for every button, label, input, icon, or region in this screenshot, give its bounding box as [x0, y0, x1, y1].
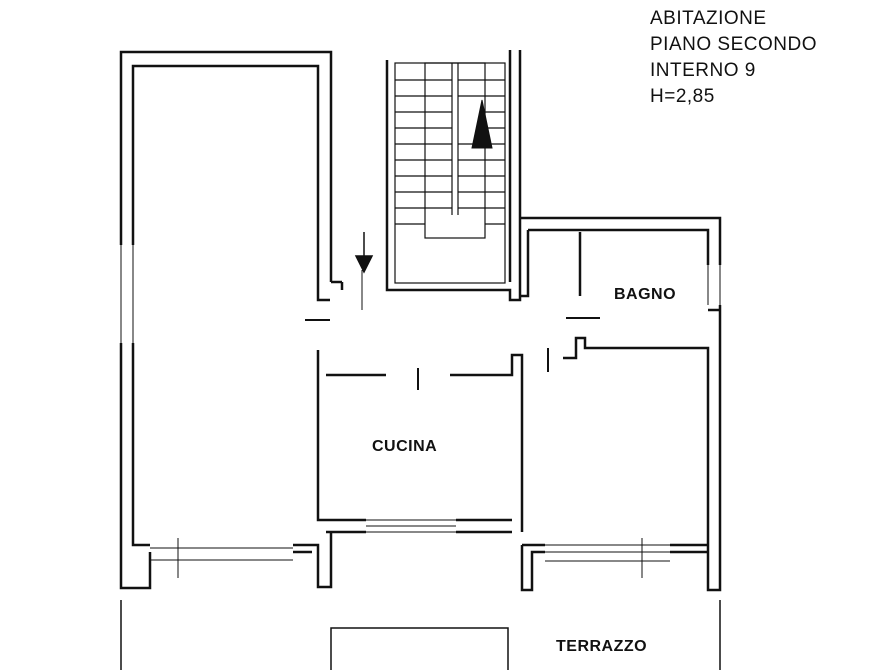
room-label-kitchen: CUCINA — [372, 438, 438, 455]
title-line-unit: INTERNO 9 — [650, 60, 756, 81]
lower-right-walls — [150, 543, 708, 592]
entrance-arrow-icon — [354, 232, 374, 274]
stair-treads — [394, 62, 506, 284]
terrace-lines — [120, 600, 721, 670]
door-marks — [177, 270, 643, 578]
title-line-height: H=2,85 — [650, 86, 715, 107]
title-block: ABITAZIONE PIANO SECONDO INTERNO 9 H=2,8… — [650, 6, 890, 110]
room-label-bathroom: BAGNO — [614, 286, 677, 303]
title-line-floor: PIANO SECONDO — [650, 34, 817, 55]
stair-walls — [340, 50, 522, 302]
right-room-walls — [520, 216, 722, 592]
room-label-terrace: TERRAZZO — [556, 638, 648, 655]
stair-up-arrow-icon — [471, 99, 493, 149]
title-line-dwelling: ABITAZIONE — [650, 8, 767, 29]
left-room-walls — [119, 50, 342, 590]
kitchen-walls — [316, 350, 524, 534]
